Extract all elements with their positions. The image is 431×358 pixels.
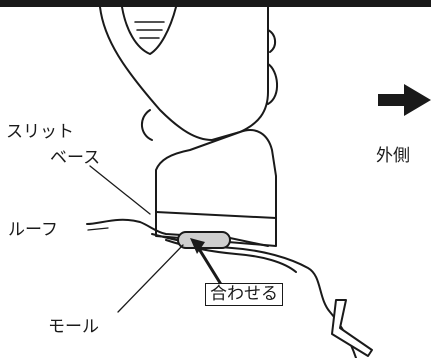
mold-leader [117, 244, 184, 313]
roof-line [86, 218, 269, 247]
tool-rib [141, 109, 153, 141]
slit-leader [89, 165, 151, 215]
slit-base [155, 129, 277, 247]
mold-label: モール [48, 317, 99, 337]
mold-part [177, 231, 231, 249]
roof-label: ルーフ [8, 220, 58, 240]
bracket [331, 299, 373, 357]
top-band [0, 0, 431, 7]
align-pointer [194, 242, 224, 288]
slit-base-label-line1: スリット [6, 122, 74, 142]
outside-label: 外側 [376, 146, 410, 166]
tool-body [99, 6, 269, 141]
align-label: 合わせる [205, 283, 283, 306]
tool-rib [267, 63, 278, 105]
roof-leader [87, 227, 109, 231]
right-arrow-icon [378, 84, 431, 116]
slit-base-label-line2: ベース [50, 148, 101, 168]
tool-rib [267, 29, 276, 53]
